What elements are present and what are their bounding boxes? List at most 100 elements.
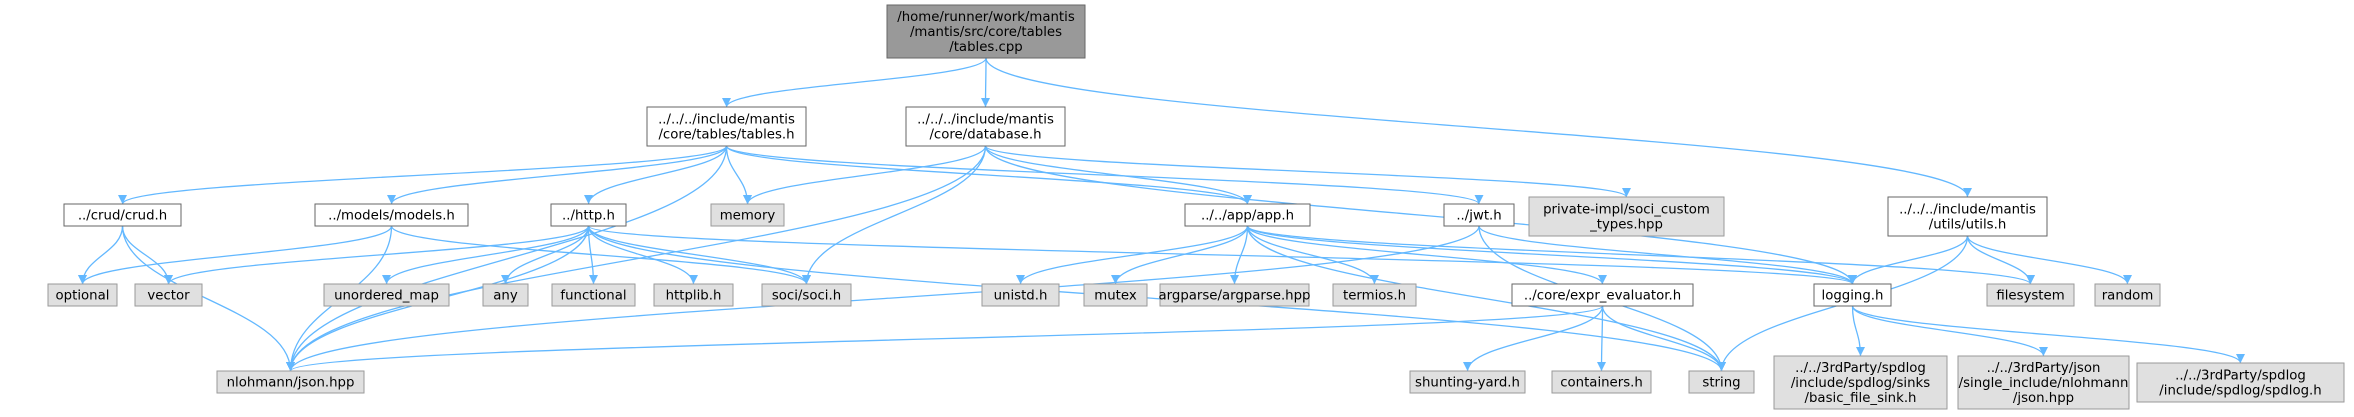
node-label-database-h-line-1: /core/database.h bbox=[929, 128, 1041, 143]
node-box-expr-eval bbox=[1511, 283, 1694, 307]
node-label-httplib-h-line-0: httplib.h bbox=[666, 289, 722, 304]
edge-utils-h-to-filesystem bbox=[1966, 235, 2035, 285]
node-label-unistd-h-line-0: unistd.h bbox=[994, 289, 1048, 304]
node-label-unordered-map-line-0: unordered_map bbox=[334, 289, 439, 304]
edge-database-h-to-app-h bbox=[984, 145, 1252, 205]
node-box-httplib-h bbox=[653, 283, 734, 307]
node-label-containers-line-0: containers.h bbox=[1560, 376, 1643, 391]
node-private-impl: private-impl/soci_custom_types.hpp bbox=[1528, 196, 1725, 237]
node-tables-h[interactable]: ../../../include/mantis/core/tables/tabl… bbox=[646, 106, 807, 147]
node-label-filesystem-line-0: filesystem bbox=[1996, 289, 2064, 304]
node-label-json-single-line-0: ../../3rdParty/json bbox=[1987, 361, 2101, 376]
node-box-json-single bbox=[1957, 355, 2130, 410]
node-database-h[interactable]: ../../../include/mantis/core/database.h bbox=[905, 106, 1066, 147]
node-models-h[interactable]: ../models/models.h bbox=[314, 203, 469, 227]
node-any: any bbox=[482, 283, 529, 307]
node-label-tables-cpp-line-1: /mantis/src/core/tables bbox=[910, 25, 1062, 40]
node-label-json-single-line-2: /json.hpp bbox=[2013, 391, 2074, 406]
node-box-tables-h bbox=[646, 106, 807, 147]
node-httplib-h: httplib.h bbox=[653, 283, 734, 307]
node-label-functional-line-0: functional bbox=[560, 289, 626, 304]
node-logging-h[interactable]: logging.h bbox=[1813, 283, 1892, 307]
edge-expr-eval-to-json-hpp bbox=[286, 305, 1604, 372]
edge-utils-h-to-random bbox=[1966, 235, 2132, 285]
node-box-database-h bbox=[905, 106, 1066, 147]
edge-app-h-to-logging-h bbox=[1246, 225, 1857, 285]
node-label-database-h-line-0: ../../../include/mantis bbox=[917, 113, 1054, 128]
edge-crud-h-to-json-hpp bbox=[121, 225, 295, 372]
node-label-any-line-0: any bbox=[493, 289, 518, 304]
node-box-models-h bbox=[314, 203, 469, 227]
node-json-single: ../../3rdParty/json/single_include/nlohm… bbox=[1957, 355, 2130, 410]
node-label-basic-file-sink-line-0: ../../3rdParty/spdlog bbox=[1795, 361, 1926, 376]
edge-http-h-to-string bbox=[587, 225, 1726, 372]
edge-http-h-to-any bbox=[501, 225, 590, 285]
node-label-basic-file-sink-line-2: /basic_file_sink.h bbox=[1805, 391, 1917, 406]
node-label-shunting-line-0: shunting-yard.h bbox=[1415, 376, 1520, 391]
edge-logging-h-to-json-single bbox=[1851, 305, 2048, 357]
node-label-tables-cpp-line-2: /tables.cpp bbox=[949, 40, 1023, 55]
node-app-h[interactable]: ../../app/app.h bbox=[1184, 203, 1311, 227]
node-jwt-h[interactable]: ../jwt.h bbox=[1443, 203, 1515, 227]
node-expr-eval[interactable]: ../core/expr_evaluator.h bbox=[1511, 283, 1694, 307]
node-string: string bbox=[1688, 370, 1755, 394]
edge-app-h-to-expr-eval bbox=[1246, 225, 1607, 285]
node-box-string bbox=[1688, 370, 1755, 394]
node-box-random bbox=[2094, 283, 2161, 307]
node-utils-h[interactable]: ../../../include/mantis/utils/utils.h bbox=[1887, 196, 2048, 237]
edge-utils-h-to-logging-h bbox=[1848, 235, 1969, 285]
node-http-h[interactable]: ../http.h bbox=[550, 203, 627, 227]
node-label-basic-file-sink-line-1: /include/spdlog/sinks bbox=[1791, 376, 1930, 391]
node-label-expr-eval-line-0: ../core/expr_evaluator.h bbox=[1524, 289, 1681, 304]
edge-crud-h-to-optional bbox=[78, 225, 124, 285]
nodes-layer: /home/runner/work/mantis/mantis/src/core… bbox=[47, 4, 2345, 410]
edge-expr-eval-to-string bbox=[1601, 305, 1726, 372]
edge-jwt-h-to-logging-h bbox=[1478, 225, 1857, 285]
edge-logging-h-to-spdlog-h bbox=[1851, 305, 2245, 364]
node-box-app-h bbox=[1184, 203, 1311, 227]
node-crud-h[interactable]: ../crud/crud.h bbox=[63, 203, 182, 227]
edge-app-h-to-unistd-h bbox=[1016, 225, 1249, 285]
node-label-termios-h-line-0: termios.h bbox=[1343, 289, 1406, 304]
node-box-unordered-map bbox=[323, 283, 450, 307]
node-label-tables-cpp-line-0: /home/runner/work/mantis bbox=[897, 10, 1075, 25]
edge-app-h-to-termios-h bbox=[1246, 225, 1379, 285]
node-label-json-single-line-1: /single_include/nlohmann bbox=[1959, 376, 2129, 391]
node-label-string-line-0: string bbox=[1702, 376, 1740, 391]
node-box-mutex bbox=[1083, 283, 1148, 307]
edge-http-h-to-unordered-map bbox=[382, 225, 590, 285]
edge-http-h-to-logging-h bbox=[587, 225, 1857, 285]
node-label-vector-line-0: vector bbox=[147, 289, 190, 304]
node-box-tables-cpp bbox=[886, 4, 1086, 59]
node-unistd-h: unistd.h bbox=[981, 283, 1060, 307]
edge-http-h-to-functional bbox=[587, 225, 598, 285]
node-filesystem: filesystem bbox=[1986, 283, 2075, 307]
node-unordered-map: unordered_map bbox=[323, 283, 450, 307]
node-label-spdlog-h-line-1: /include/spdlog/spdlog.h bbox=[2159, 384, 2321, 399]
node-box-json-hpp bbox=[216, 370, 365, 394]
node-label-private-impl-line-0: private-impl/soci_custom bbox=[1543, 203, 1710, 218]
edge-app-h-to-argparse bbox=[1230, 225, 1249, 285]
node-label-utils-h-line-1: /utils/utils.h bbox=[1929, 218, 2007, 233]
edges-layer bbox=[78, 57, 2245, 372]
node-box-filesystem bbox=[1986, 283, 2075, 307]
edge-models-h-to-soci-h bbox=[390, 225, 811, 285]
node-tables-cpp[interactable]: /home/runner/work/mantis/mantis/src/core… bbox=[886, 4, 1086, 59]
node-label-soci-h-line-0: soci/soci.h bbox=[772, 289, 841, 304]
edge-app-h-to-filesystem bbox=[1246, 225, 2035, 285]
edge-models-h-to-optional bbox=[78, 225, 393, 285]
node-box-containers bbox=[1551, 370, 1652, 394]
node-shunting: shunting-yard.h bbox=[1409, 370, 1526, 394]
node-box-optional bbox=[47, 283, 118, 307]
node-basic-file-sink: ../../3rdParty/spdlog/include/spdlog/sin… bbox=[1773, 355, 1948, 410]
node-box-logging-h bbox=[1813, 283, 1892, 307]
node-box-utils-h bbox=[1887, 196, 2048, 237]
node-box-argparse bbox=[1159, 283, 1310, 307]
node-label-utils-h-line-0: ../../../include/mantis bbox=[1899, 203, 2036, 218]
edge-tables-h-to-crud-h bbox=[118, 145, 728, 205]
node-box-any bbox=[482, 283, 529, 307]
node-label-random-line-0: random bbox=[2102, 289, 2154, 304]
node-box-jwt-h bbox=[1443, 203, 1515, 227]
node-label-models-h-line-0: ../models/models.h bbox=[328, 209, 455, 224]
node-box-vector bbox=[134, 283, 203, 307]
